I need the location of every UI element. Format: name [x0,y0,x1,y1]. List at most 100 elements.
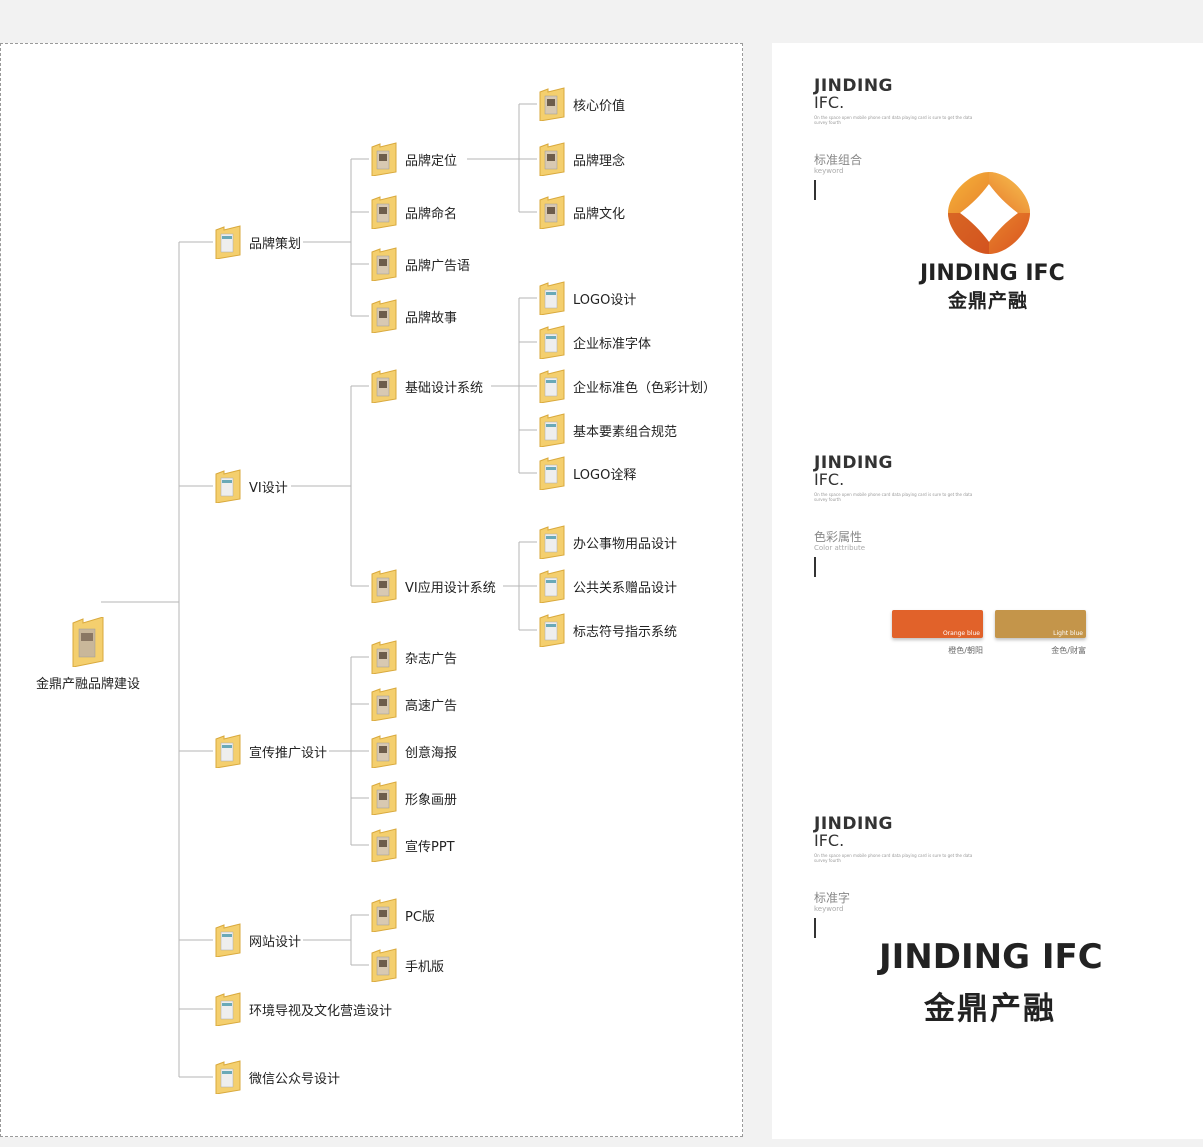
node-label: 企业标准色（色彩计划） [573,380,717,396]
accent-bar [814,918,816,938]
logo-subtitle: IFC. [814,831,845,850]
node-label: 基本要素组合规范 [573,424,678,440]
node-promo-design[interactable]: 宣传推广设计 [215,734,327,768]
logo-subtitle: IFC. [814,470,845,489]
node-label: 网站设计 [249,934,302,950]
folder-icon [371,640,397,674]
connector-lines [101,103,537,1078]
node-environment-design[interactable]: 环境导视及文化营造设计 [215,992,392,1026]
folder-icon [539,369,565,403]
swatch-label: Light blue [1053,630,1083,637]
section-title: 标准字 [814,891,851,905]
node-highway-ad[interactable]: 高速广告 [371,687,457,721]
mindmap-panel: 金鼎产融品牌建设 品牌策划 VI设计 宣传推广设计 网站设计 环境导视及文化营造… [0,43,743,1137]
node-vi-app-system[interactable]: VI应用设计系统 [371,569,496,603]
folder-icon [539,569,565,603]
node-label: 形象画册 [405,792,458,808]
wordmark: JINDING IFC [879,937,1103,977]
tagline: On the space open mobile phone card data… [814,853,973,863]
section-standard-combination: JINDING IFC. On the space open mobile ph… [772,43,1203,443]
node-label: LOGO设计 [573,292,637,308]
node-label: PC版 [405,909,435,925]
logo-title: JINDING [814,453,893,473]
section-color-attribute: JINDING IFC. On the space open mobile ph… [772,443,1203,773]
folder-icon [371,247,397,281]
folder-icon [371,369,397,403]
node-brand-naming[interactable]: 品牌命名 [371,195,457,229]
node-label: 杂志广告 [405,651,458,667]
node-label: 环境导视及文化营造设计 [249,1003,393,1019]
folder-icon [371,687,397,721]
node-label: 品牌广告语 [405,258,471,274]
node-brand-planning[interactable]: 品牌策划 [215,225,301,259]
node-brand-concept[interactable]: 品牌理念 [539,142,625,176]
folder-icon [371,781,397,815]
node-label: 高速广告 [405,698,458,714]
node-label: 微信公众号设计 [249,1071,341,1087]
folder-icon [371,299,397,333]
node-label: 宣传PPT [405,839,455,855]
root-node[interactable]: 金鼎产融品牌建设 [34,617,142,692]
node-element-combination[interactable]: 基本要素组合规范 [539,413,677,447]
logo-subtitle: IFC. [814,93,845,112]
folder-icon [215,1060,241,1094]
node-wechat-design[interactable]: 微信公众号设计 [215,1060,340,1094]
node-brand-positioning[interactable]: 品牌定位 [371,142,457,176]
logo-title: JINDING [814,76,893,96]
node-label: 核心价值 [573,98,626,114]
tagline: On the space open mobile phone card data… [814,115,973,125]
chinese-wordmark: 金鼎产融 [948,290,1029,312]
node-label: 品牌理念 [573,153,626,169]
folder-icon [215,992,241,1026]
folder-icon [539,325,565,359]
node-label: 品牌文化 [573,206,626,222]
node-label: 办公事物用品设计 [573,536,678,552]
folder-icon [539,525,565,559]
node-label: 品牌定位 [405,153,458,169]
node-mobile-version[interactable]: 手机版 [371,948,444,982]
folder-icon [215,225,241,259]
node-label: LOGO诠释 [573,467,637,483]
chinese-wordmark: 金鼎产融 [924,991,1056,1027]
folder-icon [371,734,397,768]
folder-icon [371,898,397,932]
node-logo-design[interactable]: LOGO设计 [539,281,636,315]
node-logo-interpretation[interactable]: LOGO诠释 [539,456,636,490]
node-creative-poster[interactable]: 创意海报 [371,734,457,768]
node-label: 基础设计系统 [405,380,484,396]
node-label: VI应用设计系统 [405,580,496,596]
accent-bar [814,557,816,577]
node-office-supplies[interactable]: 办公事物用品设计 [539,525,677,559]
folder-icon [539,195,565,229]
node-brand-slogan[interactable]: 品牌广告语 [371,247,470,281]
folder-icon [539,142,565,176]
node-label: 品牌策划 [249,236,302,252]
node-label: 创意海报 [405,745,458,761]
section-title: 标准组合 [814,153,863,167]
node-pr-gifts[interactable]: 公共关系赠品设计 [539,569,677,603]
node-standard-font[interactable]: 企业标准字体 [539,325,651,359]
swatch-orange: Orange blue [892,610,983,638]
folder-icon [215,923,241,957]
node-label: 公共关系赠品设计 [573,580,678,596]
node-brand-culture[interactable]: 品牌文化 [539,195,625,229]
node-web-design[interactable]: 网站设计 [215,923,301,957]
node-label: 宣传推广设计 [249,745,328,761]
node-signage-system[interactable]: 标志符号指示系统 [539,613,677,647]
folder-icon [215,734,241,768]
node-core-value[interactable]: 核心价值 [539,87,625,121]
node-vi-basic-system[interactable]: 基础设计系统 [371,369,483,403]
node-standard-color[interactable]: 企业标准色（色彩计划） [539,369,716,403]
node-brochure[interactable]: 形象画册 [371,781,457,815]
section-title: 色彩属性 [814,530,863,544]
node-magazine-ad[interactable]: 杂志广告 [371,640,457,674]
node-pc-version[interactable]: PC版 [371,898,435,932]
folder-icon [371,142,397,176]
folder-icon [71,617,105,667]
node-brand-story[interactable]: 品牌故事 [371,299,457,333]
node-vi-design[interactable]: VI设计 [215,469,288,503]
brand-guide-panel: JINDING IFC. On the space open mobile ph… [772,43,1203,1139]
node-promo-ppt[interactable]: 宣传PPT [371,828,455,862]
accent-bar [814,180,816,200]
swatch-name: 金色/财富 [1051,646,1086,655]
